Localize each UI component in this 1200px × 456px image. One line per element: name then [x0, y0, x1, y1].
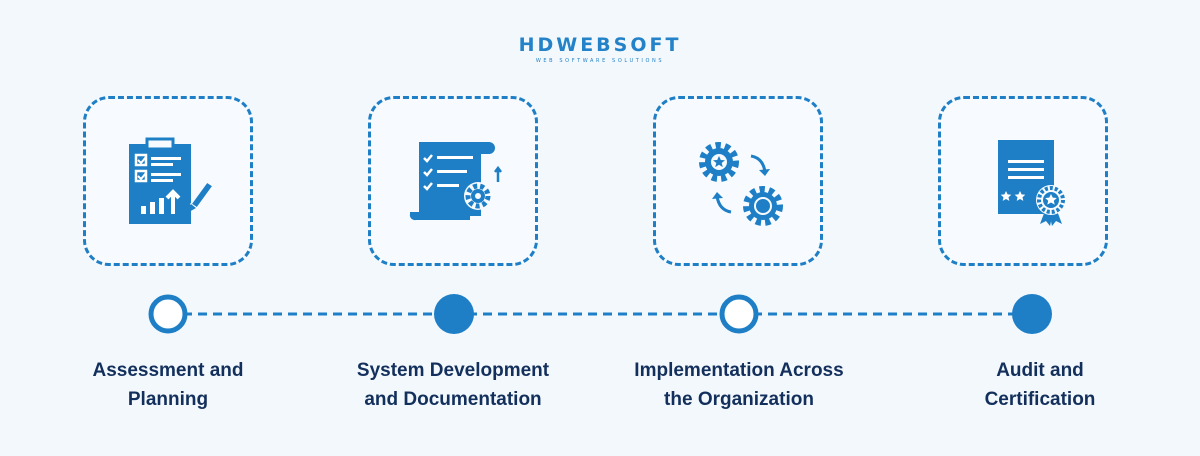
step-label-audit: Audit and Certification — [920, 356, 1160, 414]
step-label-system-development: System Development and Documentation — [333, 356, 573, 414]
certificate-icon — [998, 140, 1066, 226]
timeline-node-1 — [148, 294, 188, 334]
step-card-assessment — [83, 96, 253, 266]
step-label-line: System Development — [356, 360, 550, 381]
step-label-line: and Documentation — [364, 389, 542, 410]
scroll-gear-icon — [409, 142, 502, 221]
timeline-node-4 — [1012, 294, 1052, 334]
step-label-line: Certification — [984, 389, 1096, 410]
brand-logo: HDWEBSOFT WEB SOFTWARE SOLUTIONS — [500, 34, 700, 68]
brand-tagline: WEB SOFTWARE SOLUTIONS — [535, 58, 665, 64]
step-card-system-development — [368, 96, 538, 266]
step-card-audit — [938, 96, 1108, 266]
step-label-line: Planning — [127, 389, 209, 410]
step-label-line: Audit and — [996, 360, 1084, 381]
timeline-node-2 — [434, 294, 474, 334]
step-label-line: Implementation Across — [634, 360, 844, 381]
timeline-node-3 — [719, 294, 759, 334]
step-label-line: Assessment and — [92, 360, 244, 381]
step-label-line: the Organization — [664, 389, 814, 410]
step-label-implementation: Implementation Across the Organization — [619, 356, 859, 414]
timeline — [148, 294, 1052, 334]
step-label-assessment: Assessment and Planning — [48, 356, 288, 414]
gears-cycle-icon — [699, 142, 783, 226]
clipboard-chart-icon — [129, 137, 215, 224]
brand-name: HDWEBSOFT — [518, 34, 682, 56]
step-card-implementation — [653, 96, 823, 266]
